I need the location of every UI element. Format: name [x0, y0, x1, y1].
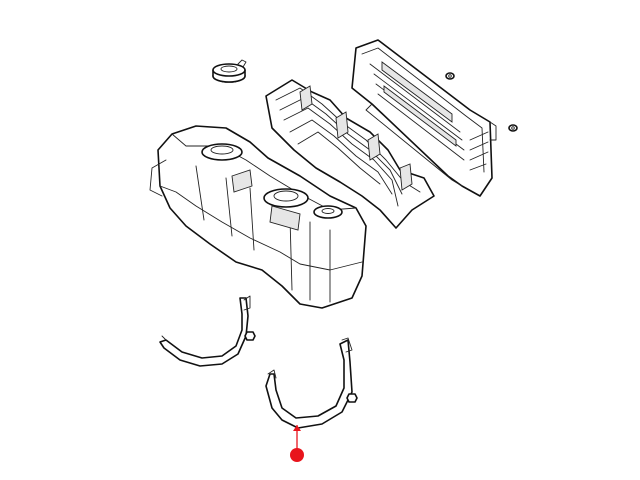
skid-plate-nut-upper[interactable]	[445, 72, 455, 80]
tank-heat-shield[interactable]	[265, 79, 435, 229]
callout-marker[interactable]	[290, 425, 304, 462]
rear-tank-strap[interactable]	[265, 337, 353, 429]
fuel-tank[interactable]	[149, 125, 367, 309]
skid-plate-nut-lower[interactable]	[508, 124, 518, 132]
rear-skid-plate[interactable]	[351, 39, 497, 197]
front-strap-nut[interactable]	[244, 331, 256, 341]
fuel-cap[interactable]	[212, 59, 247, 83]
front-tank-strap[interactable]	[159, 295, 251, 367]
rear-strap-nut[interactable]	[346, 393, 358, 403]
